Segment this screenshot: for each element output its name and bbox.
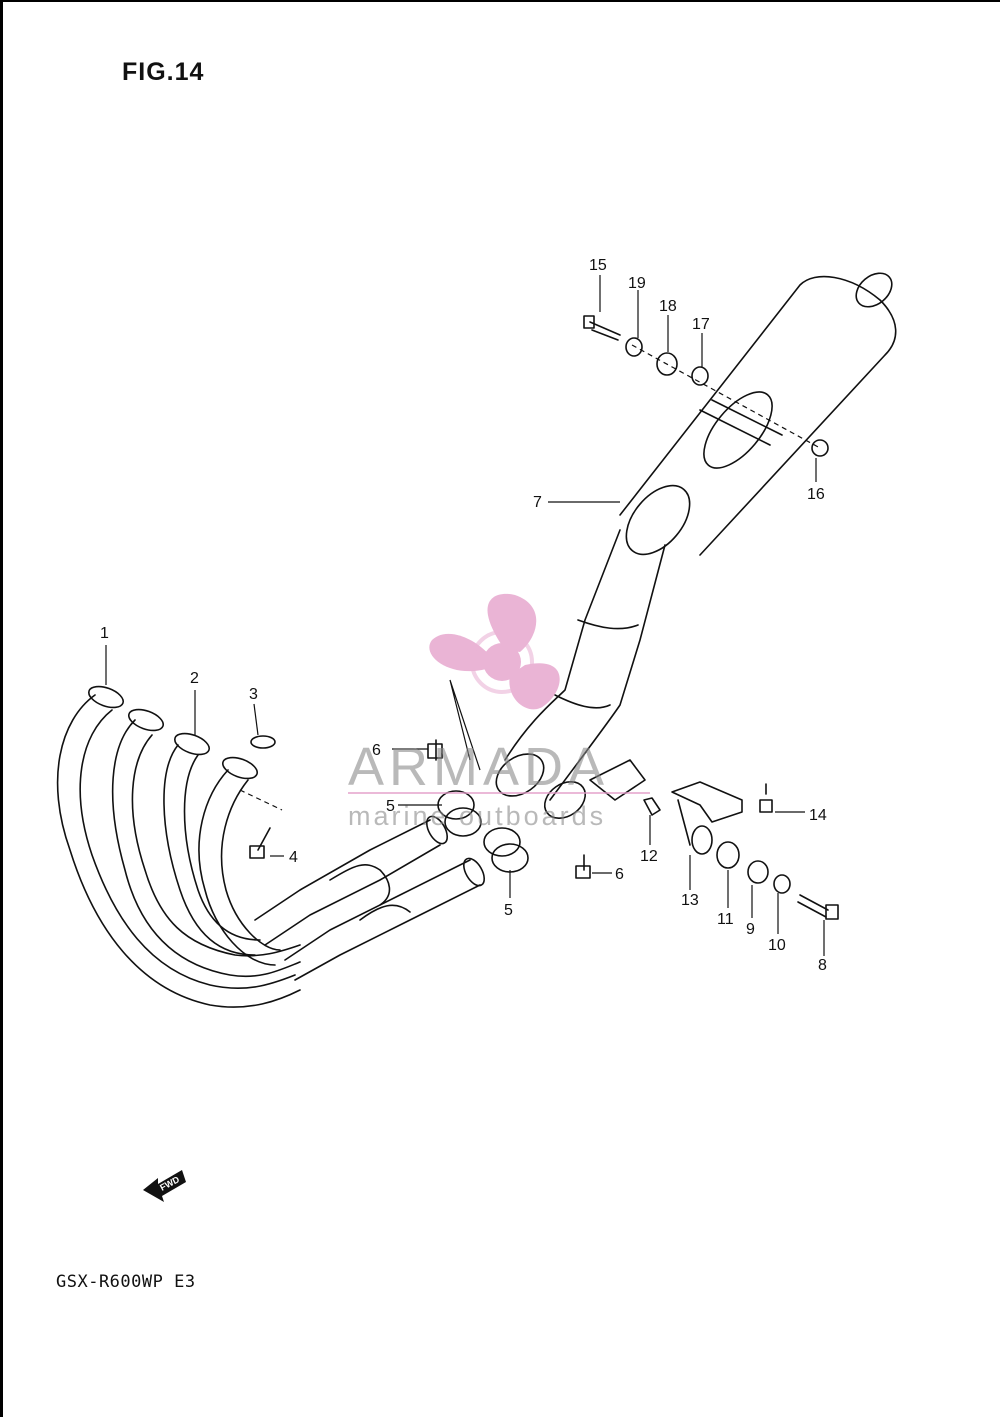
bracket-hardware — [239, 315, 839, 920]
callout-11: 11 — [717, 911, 734, 928]
callout-16: 16 — [807, 486, 825, 503]
callout-5a: 5 — [386, 798, 395, 815]
callout-13: 13 — [681, 892, 699, 909]
watermark-brand: ARMADA — [348, 737, 609, 797]
muffler — [495, 272, 897, 819]
callout-6a: 6 — [372, 742, 381, 759]
callout-1: 1 — [100, 625, 109, 642]
callout-19: 19 — [628, 275, 646, 292]
model-label: GSX-R600WP E3 — [56, 1272, 196, 1292]
callout-18: 18 — [659, 298, 677, 315]
fwd-arrow-icon: FWD — [143, 1170, 186, 1202]
callout-12: 12 — [640, 848, 658, 865]
callout-4: 4 — [289, 849, 298, 866]
callout-8: 8 — [818, 957, 827, 974]
callout-17: 17 — [692, 316, 710, 333]
leader-lines — [105, 275, 825, 956]
figure-title: FIG.14 — [122, 58, 205, 86]
armada-watermark: ARMADA marine outboards — [348, 593, 650, 831]
callout-2: 2 — [190, 670, 199, 687]
propeller-logo-icon — [429, 593, 560, 710]
callout-15: 15 — [589, 257, 607, 274]
callout-labels: 1 2 3 4 5 5 6 6 7 8 9 10 11 12 13 14 15 … — [100, 257, 827, 974]
callout-7: 7 — [533, 494, 542, 511]
callout-6b: 6 — [615, 866, 624, 883]
callout-5b: 5 — [504, 902, 513, 919]
header-pipes — [56, 685, 486, 1008]
callout-10: 10 — [768, 937, 786, 954]
callout-14: 14 — [809, 807, 827, 824]
watermark-tagline: marine outboards — [348, 801, 606, 831]
callout-3: 3 — [249, 686, 258, 703]
callout-9: 9 — [746, 921, 755, 938]
